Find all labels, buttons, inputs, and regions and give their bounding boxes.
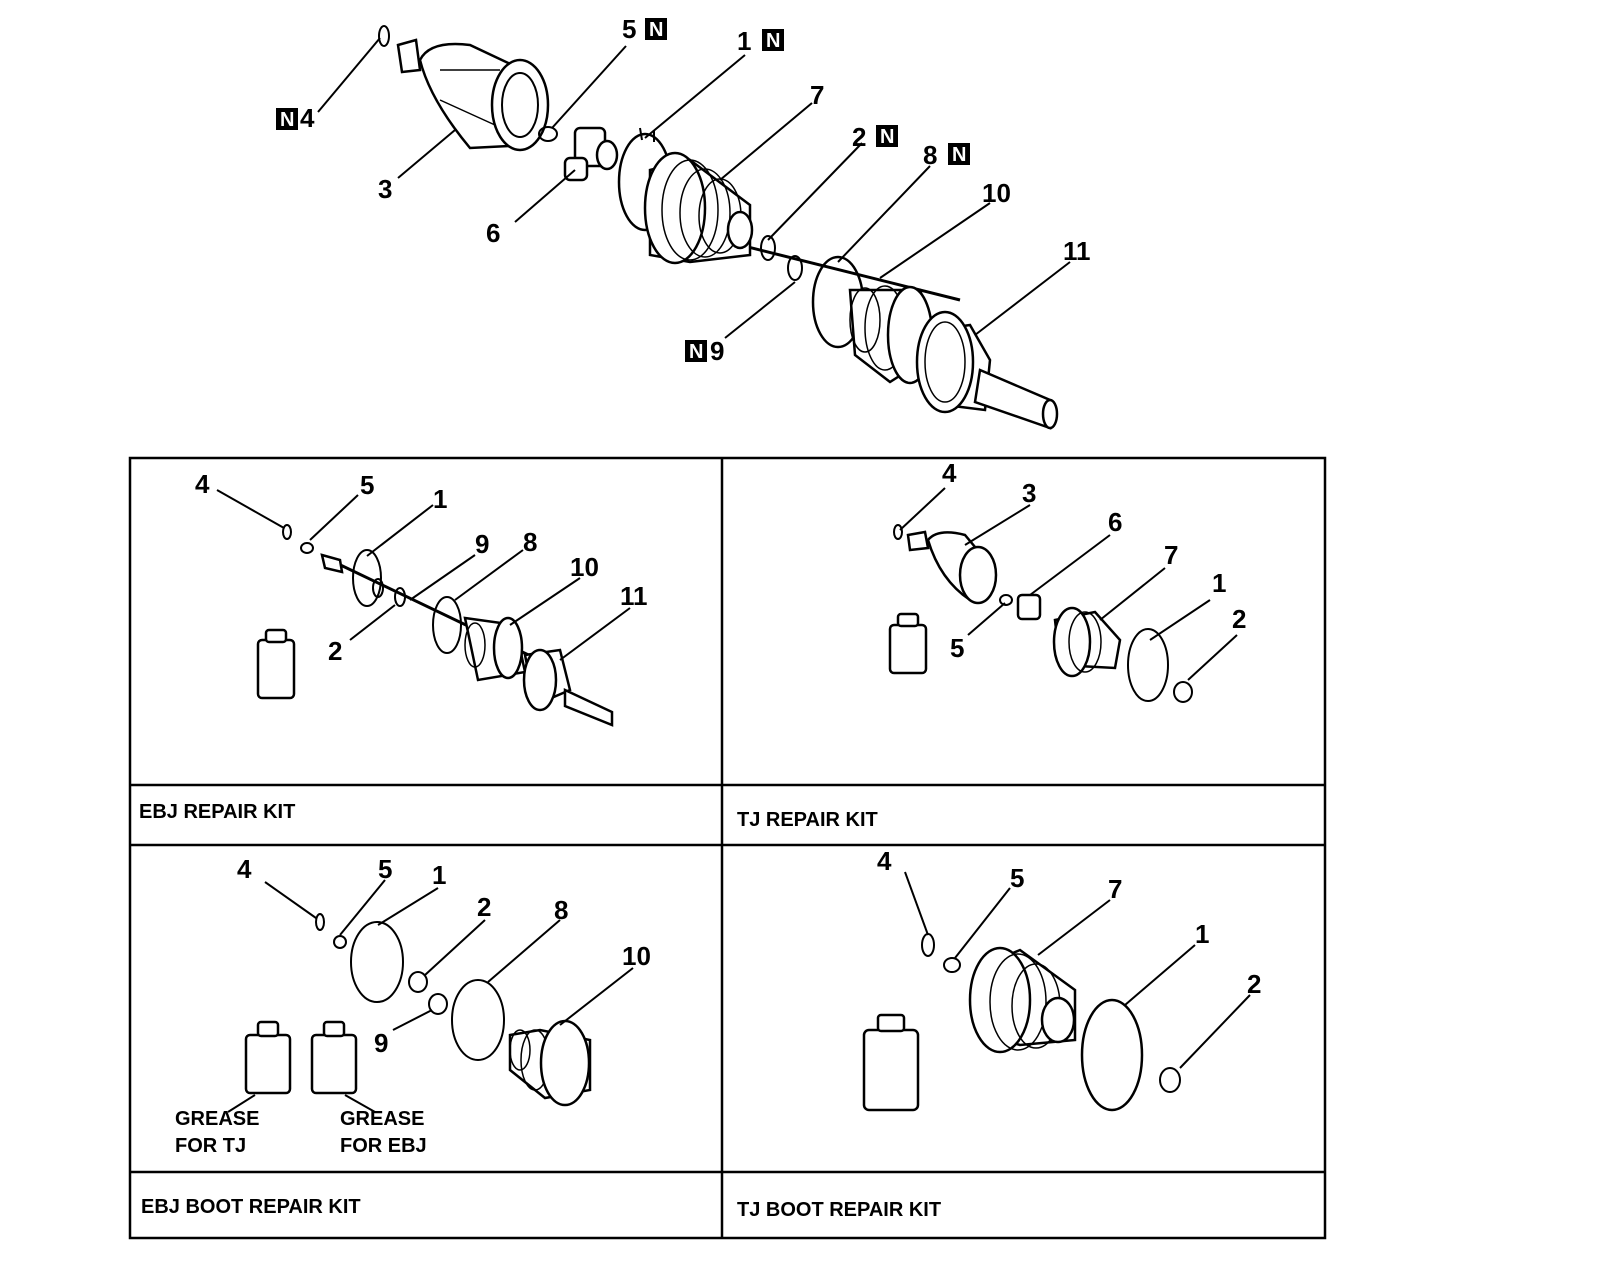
ebj-repair-kit-caption: EBJ REPAIR KIT [139, 801, 295, 823]
svg-text:5: 5 [360, 470, 374, 500]
outer-joint-part-11 [915, 310, 1059, 430]
svg-text:1: 1 [433, 484, 447, 514]
svg-text:3: 3 [1022, 478, 1036, 508]
svg-text:2: 2 [1232, 604, 1246, 634]
part-label-3: 3 [378, 174, 392, 204]
part-label-4: N 4 [276, 103, 315, 133]
svg-text:4: 4 [237, 854, 252, 884]
svg-text:8: 8 [523, 527, 537, 557]
grease-ebj-label-line2: FOR EBJ [340, 1135, 427, 1157]
grease-tj-label-line1: GREASE [175, 1108, 259, 1130]
part-label-11: 11 [1063, 236, 1091, 266]
svg-text:5: 5 [950, 633, 964, 663]
svg-text:9: 9 [374, 1028, 388, 1058]
main-assembly-drawing [378, 25, 1059, 430]
svg-text:7: 7 [1108, 874, 1122, 904]
svg-text:1: 1 [432, 860, 446, 890]
ebj-boot-repair-kit-caption: EBJ BOOT REPAIR KIT [141, 1196, 361, 1218]
snap-ring-part-5 [538, 126, 558, 142]
svg-text:5: 5 [378, 854, 392, 884]
tj-housing-part-3 [396, 38, 550, 152]
svg-text:4: 4 [300, 103, 315, 133]
tj-repair-kit-caption: TJ REPAIR KIT [737, 809, 878, 831]
tripod-joint-part-6 [563, 126, 619, 182]
boot-band-part-2 [760, 235, 776, 261]
svg-text:5: 5 [1010, 863, 1024, 893]
grease-ebj-label-line1: GREASE [340, 1108, 424, 1130]
ebj-repair-kit-panel: 4 5 1 9 8 10 11 2 EBJ REPAIR KIT [139, 469, 648, 823]
part-label-7: 7 [810, 80, 824, 110]
part-label-8: 8 N [923, 140, 970, 170]
tj-boot-repair-kit-panel: 4 5 7 1 2 TJ BOOT REPAIR KIT [737, 846, 1261, 1221]
main-labels: N 4 3 5 N 6 1 N 7 2 N 8 N 10 11 N [276, 14, 1091, 366]
main-leader-lines [317, 37, 1071, 339]
part-label-5: 5 N [622, 14, 667, 44]
svg-text:2: 2 [852, 122, 866, 152]
svg-text:2: 2 [1247, 969, 1261, 999]
svg-text:N: N [880, 126, 894, 148]
svg-text:11: 11 [620, 581, 648, 611]
svg-text:4: 4 [877, 846, 892, 876]
part-label-1: 1 N [737, 26, 784, 56]
part-label-6: 6 [486, 218, 500, 248]
part-label-10: 10 [982, 178, 1011, 208]
svg-text:4: 4 [942, 458, 957, 488]
svg-text:10: 10 [570, 552, 599, 582]
svg-text:10: 10 [622, 941, 651, 971]
svg-text:2: 2 [328, 636, 342, 666]
svg-text:5: 5 [622, 14, 636, 44]
svg-text:N: N [766, 30, 780, 52]
svg-text:2: 2 [477, 892, 491, 922]
boot-band-part-9 [787, 255, 803, 281]
svg-text:4: 4 [195, 469, 210, 499]
part-label-9: N 9 [685, 336, 724, 366]
tj-boot-part-7 [643, 151, 754, 265]
svg-text:N: N [689, 341, 703, 363]
svg-text:9: 9 [475, 529, 489, 559]
svg-text:1: 1 [1212, 568, 1226, 598]
svg-text:1: 1 [1195, 919, 1209, 949]
circlip-part-4 [378, 25, 390, 47]
svg-text:8: 8 [554, 895, 568, 925]
svg-text:N: N [952, 144, 966, 166]
ebj-boot-repair-kit-panel: 4 5 1 2 8 10 9 GREASE FOR TJ GREASE FOR … [141, 854, 651, 1218]
svg-text:6: 6 [1108, 507, 1122, 537]
tj-repair-kit-panel: 4 3 6 7 1 2 5 TJ REPAIR KIT [737, 458, 1246, 831]
kit-grid [128, 456, 1327, 1240]
svg-text:1: 1 [737, 26, 751, 56]
grease-tj-label-line2: FOR TJ [175, 1135, 246, 1157]
part-label-2: 2 N [852, 122, 898, 152]
svg-text:N: N [649, 19, 663, 41]
svg-text:8: 8 [923, 140, 937, 170]
tj-boot-repair-kit-caption: TJ BOOT REPAIR KIT [737, 1199, 941, 1221]
svg-text:7: 7 [1164, 540, 1178, 570]
svg-text:N: N [280, 109, 294, 131]
svg-text:9: 9 [710, 336, 724, 366]
